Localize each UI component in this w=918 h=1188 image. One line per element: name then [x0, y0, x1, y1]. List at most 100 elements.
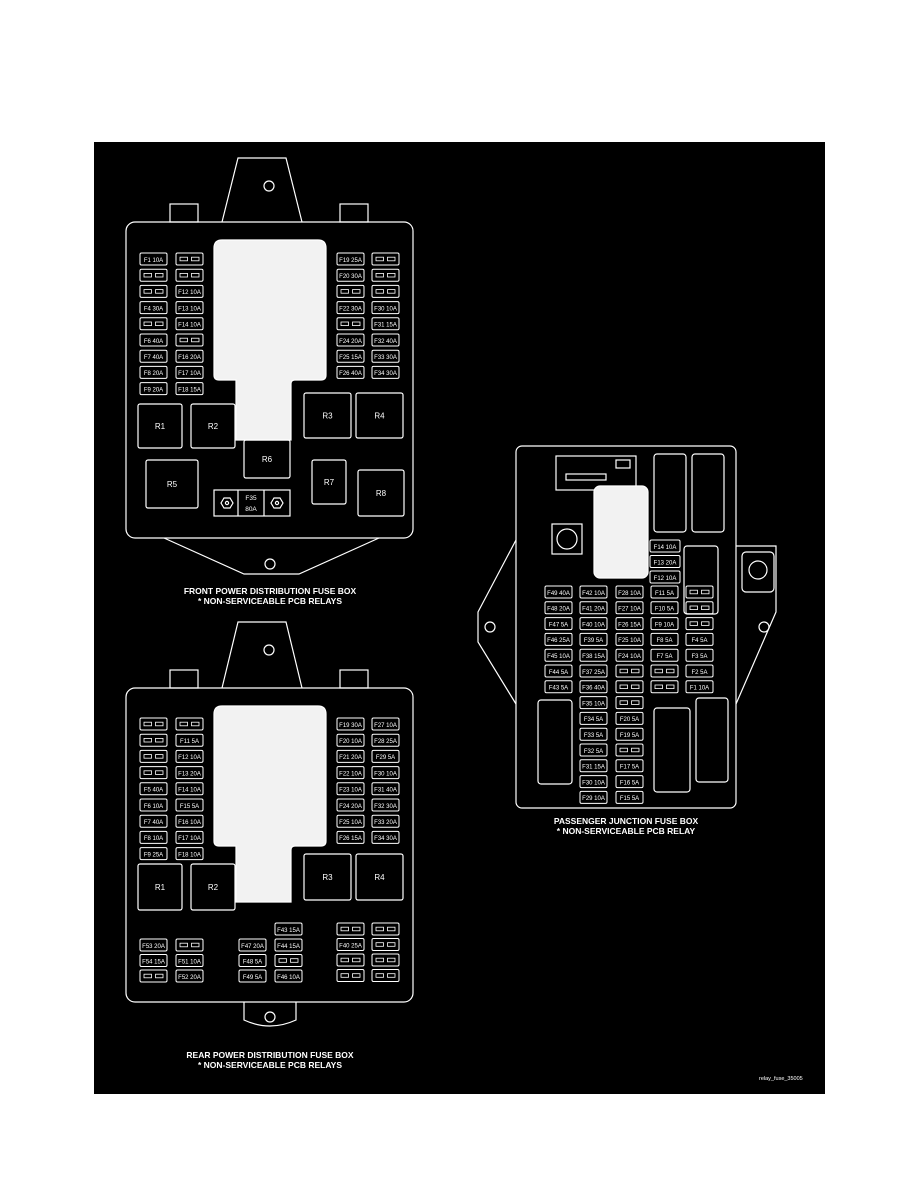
- passenger-fuse-c4-2[interactable]: F9 10A: [650, 617, 679, 631]
- passenger-fuse-c1-1[interactable]: F48 20A: [544, 601, 573, 615]
- passenger-fuse-c2-1[interactable]: F41 20A: [579, 601, 608, 615]
- rear-fuse-l2-2[interactable]: F12 10A: [175, 749, 204, 763]
- rear-fuse-b1c1-1[interactable]: F54 15A: [139, 954, 168, 967]
- passenger-fuse-up-1[interactable]: F13 20A: [649, 555, 681, 568]
- rear-fuse-l1-3[interactable]: [139, 766, 168, 780]
- passenger-fuse-c2-6[interactable]: F36 40A: [579, 680, 608, 694]
- front-fuse-r2-3[interactable]: F30 10A: [371, 301, 400, 315]
- passenger-fuse-c3-4[interactable]: F24 10A: [615, 648, 644, 662]
- rear-fuse-r2-5[interactable]: F32 30A: [371, 798, 400, 812]
- passenger-fuse-c3-1[interactable]: F27 10A: [615, 601, 644, 615]
- front-fuse-r1-5[interactable]: F24 20A: [336, 333, 365, 347]
- front-relay-R7[interactable]: R7: [311, 459, 347, 505]
- front-relay-R5[interactable]: R5: [145, 459, 199, 509]
- passenger-fuse-c3-8[interactable]: F20 5A: [615, 711, 644, 725]
- front-mega-fuse[interactable]: [213, 489, 291, 517]
- rear-fuse-r2-3[interactable]: F30 10A: [371, 766, 400, 780]
- passenger-fuse-c5-4[interactable]: F3 5A: [685, 648, 714, 662]
- rear-relay-R3[interactable]: R3: [303, 853, 352, 901]
- front-fuse-r1-3[interactable]: F22 30A: [336, 301, 365, 315]
- rear-fuse-b3c1-2[interactable]: [336, 953, 365, 967]
- passenger-fuse-c1-6[interactable]: F43 5A: [544, 680, 573, 694]
- rear-fuse-l1-6[interactable]: F7 40A: [139, 814, 168, 828]
- passenger-fuse-c3-11[interactable]: F17 5A: [615, 759, 644, 773]
- rear-fuse-b3c2-2[interactable]: [371, 953, 400, 967]
- rear-fuse-b1c2-1[interactable]: F51 10A: [175, 954, 204, 967]
- passenger-fuse-c5-6[interactable]: F1 10A: [685, 680, 714, 694]
- passenger-fuse-c4-0[interactable]: F11 5A: [650, 585, 679, 599]
- front-fuse-r2-5[interactable]: F32 40A: [371, 333, 400, 347]
- rear-fuse-b1c1-2[interactable]: [139, 969, 168, 983]
- front-fuse-r1-4[interactable]: [336, 317, 365, 331]
- rear-fuse-r1-0[interactable]: F19 30A: [336, 717, 365, 731]
- rear-fuse-l1-2[interactable]: [139, 749, 168, 763]
- rear-fuse-l2-6[interactable]: F16 10A: [175, 814, 204, 828]
- passenger-fuse-c3-2[interactable]: F26 15A: [615, 617, 644, 631]
- front-fuse-l2-6[interactable]: F16 20A: [175, 349, 204, 363]
- rear-fuse-l2-8[interactable]: F18 10A: [175, 847, 204, 861]
- passenger-fuse-c2-0[interactable]: F42 10A: [579, 585, 608, 599]
- passenger-fuse-c2-10[interactable]: F32 5A: [579, 743, 608, 757]
- front-fuse-r1-2[interactable]: [336, 284, 365, 298]
- rear-fuse-b2-top[interactable]: F43 15A: [274, 922, 303, 936]
- passenger-fuse-c4-6[interactable]: [650, 680, 679, 694]
- front-fuse-r1-7[interactable]: F26 40A: [336, 365, 365, 379]
- rear-fuse-b3c2-3[interactable]: [371, 969, 400, 982]
- passenger-fuse-c4-5[interactable]: [650, 664, 679, 678]
- passenger-fuse-up-0[interactable]: F14 10A: [649, 539, 681, 553]
- rear-fuse-l1-4[interactable]: F5 40A: [139, 782, 168, 796]
- front-relay-R1[interactable]: R1: [137, 403, 183, 449]
- rear-fuse-b2c1-0[interactable]: F47 20A: [238, 938, 267, 952]
- rear-fuse-l2-3[interactable]: F13 20A: [175, 766, 204, 780]
- passenger-relay-block-6[interactable]: [695, 697, 729, 783]
- passenger-fuse-c5-0[interactable]: [685, 585, 714, 599]
- front-fuse-l1-8[interactable]: F9 20A: [139, 382, 168, 396]
- front-fuse-l2-8[interactable]: F18 15A: [175, 382, 204, 396]
- rear-fuse-r2-0[interactable]: F27 10A: [371, 717, 400, 731]
- passenger-relay-block-4[interactable]: [537, 699, 573, 785]
- front-fuse-r1-1[interactable]: F20 30A: [336, 268, 365, 282]
- front-fuse-l1-3[interactable]: F4 30A: [139, 301, 168, 315]
- rear-fuse-b1c2-0[interactable]: [175, 938, 204, 952]
- passenger-relay-block-1[interactable]: [653, 453, 687, 533]
- rear-fuse-r2-6[interactable]: F33 20A: [371, 814, 400, 828]
- passenger-fuse-c2-2[interactable]: F40 10A: [579, 617, 608, 631]
- passenger-fuse-c4-3[interactable]: F8 5A: [650, 632, 679, 646]
- passenger-fuse-c3-6[interactable]: [615, 680, 644, 694]
- passenger-fuse-c2-3[interactable]: F39 5A: [579, 632, 608, 646]
- passenger-fuse-c3-7[interactable]: [615, 696, 644, 710]
- rear-fuse-b2c2-2[interactable]: F46 10A: [274, 969, 303, 983]
- front-fuse-l2-5[interactable]: [175, 333, 204, 347]
- passenger-fuse-c3-12[interactable]: F16 5A: [615, 775, 644, 789]
- rear-fuse-l1-8[interactable]: F9 25A: [139, 847, 168, 861]
- passenger-fuse-c3-3[interactable]: F25 10A: [615, 632, 644, 646]
- passenger-fuse-c5-5[interactable]: F2 5A: [685, 664, 714, 678]
- passenger-relay-block-2[interactable]: [691, 453, 725, 533]
- passenger-fuse-c5-2[interactable]: [685, 617, 714, 631]
- rear-fuse-b3c1-3[interactable]: [336, 969, 365, 982]
- front-fuse-l1-4[interactable]: [139, 317, 168, 331]
- passenger-fuse-c3-0[interactable]: F28 10A: [615, 585, 644, 599]
- front-fuse-r2-7[interactable]: F34 30A: [371, 365, 400, 379]
- passenger-fuse-c2-12[interactable]: F30 10A: [579, 775, 608, 789]
- front-fuse-l1-2[interactable]: [139, 284, 168, 298]
- front-fuse-l2-1[interactable]: [175, 268, 204, 282]
- rear-fuse-l1-7[interactable]: F8 10A: [139, 830, 168, 844]
- front-fuse-l2-0[interactable]: [175, 252, 204, 266]
- rear-fuse-b1c1-0[interactable]: F53 20A: [139, 938, 168, 952]
- front-fuse-r1-0[interactable]: F19 25A: [336, 252, 365, 266]
- front-fuse-r2-6[interactable]: F33 30A: [371, 349, 400, 363]
- passenger-fuse-c2-13[interactable]: F29 10A: [579, 790, 608, 804]
- front-fuse-r2-1[interactable]: [371, 268, 400, 282]
- passenger-fuse-c4-4[interactable]: F7 5A: [650, 648, 679, 662]
- rear-fuse-r1-3[interactable]: F22 10A: [336, 766, 365, 780]
- passenger-fuse-c5-1[interactable]: [685, 601, 714, 615]
- front-relay-R6[interactable]: R6: [243, 439, 291, 479]
- rear-fuse-r1-7[interactable]: F26 15A: [336, 830, 365, 844]
- rear-fuse-l2-4[interactable]: F14 10A: [175, 782, 204, 796]
- passenger-relay-block-5[interactable]: [653, 707, 691, 793]
- rear-fuse-b3c1-0[interactable]: [336, 922, 365, 936]
- front-fuse-l2-4[interactable]: F14 10A: [175, 317, 204, 331]
- rear-fuse-r1-6[interactable]: F25 10A: [336, 814, 365, 828]
- passenger-fuse-c2-9[interactable]: F33 5A: [579, 727, 608, 741]
